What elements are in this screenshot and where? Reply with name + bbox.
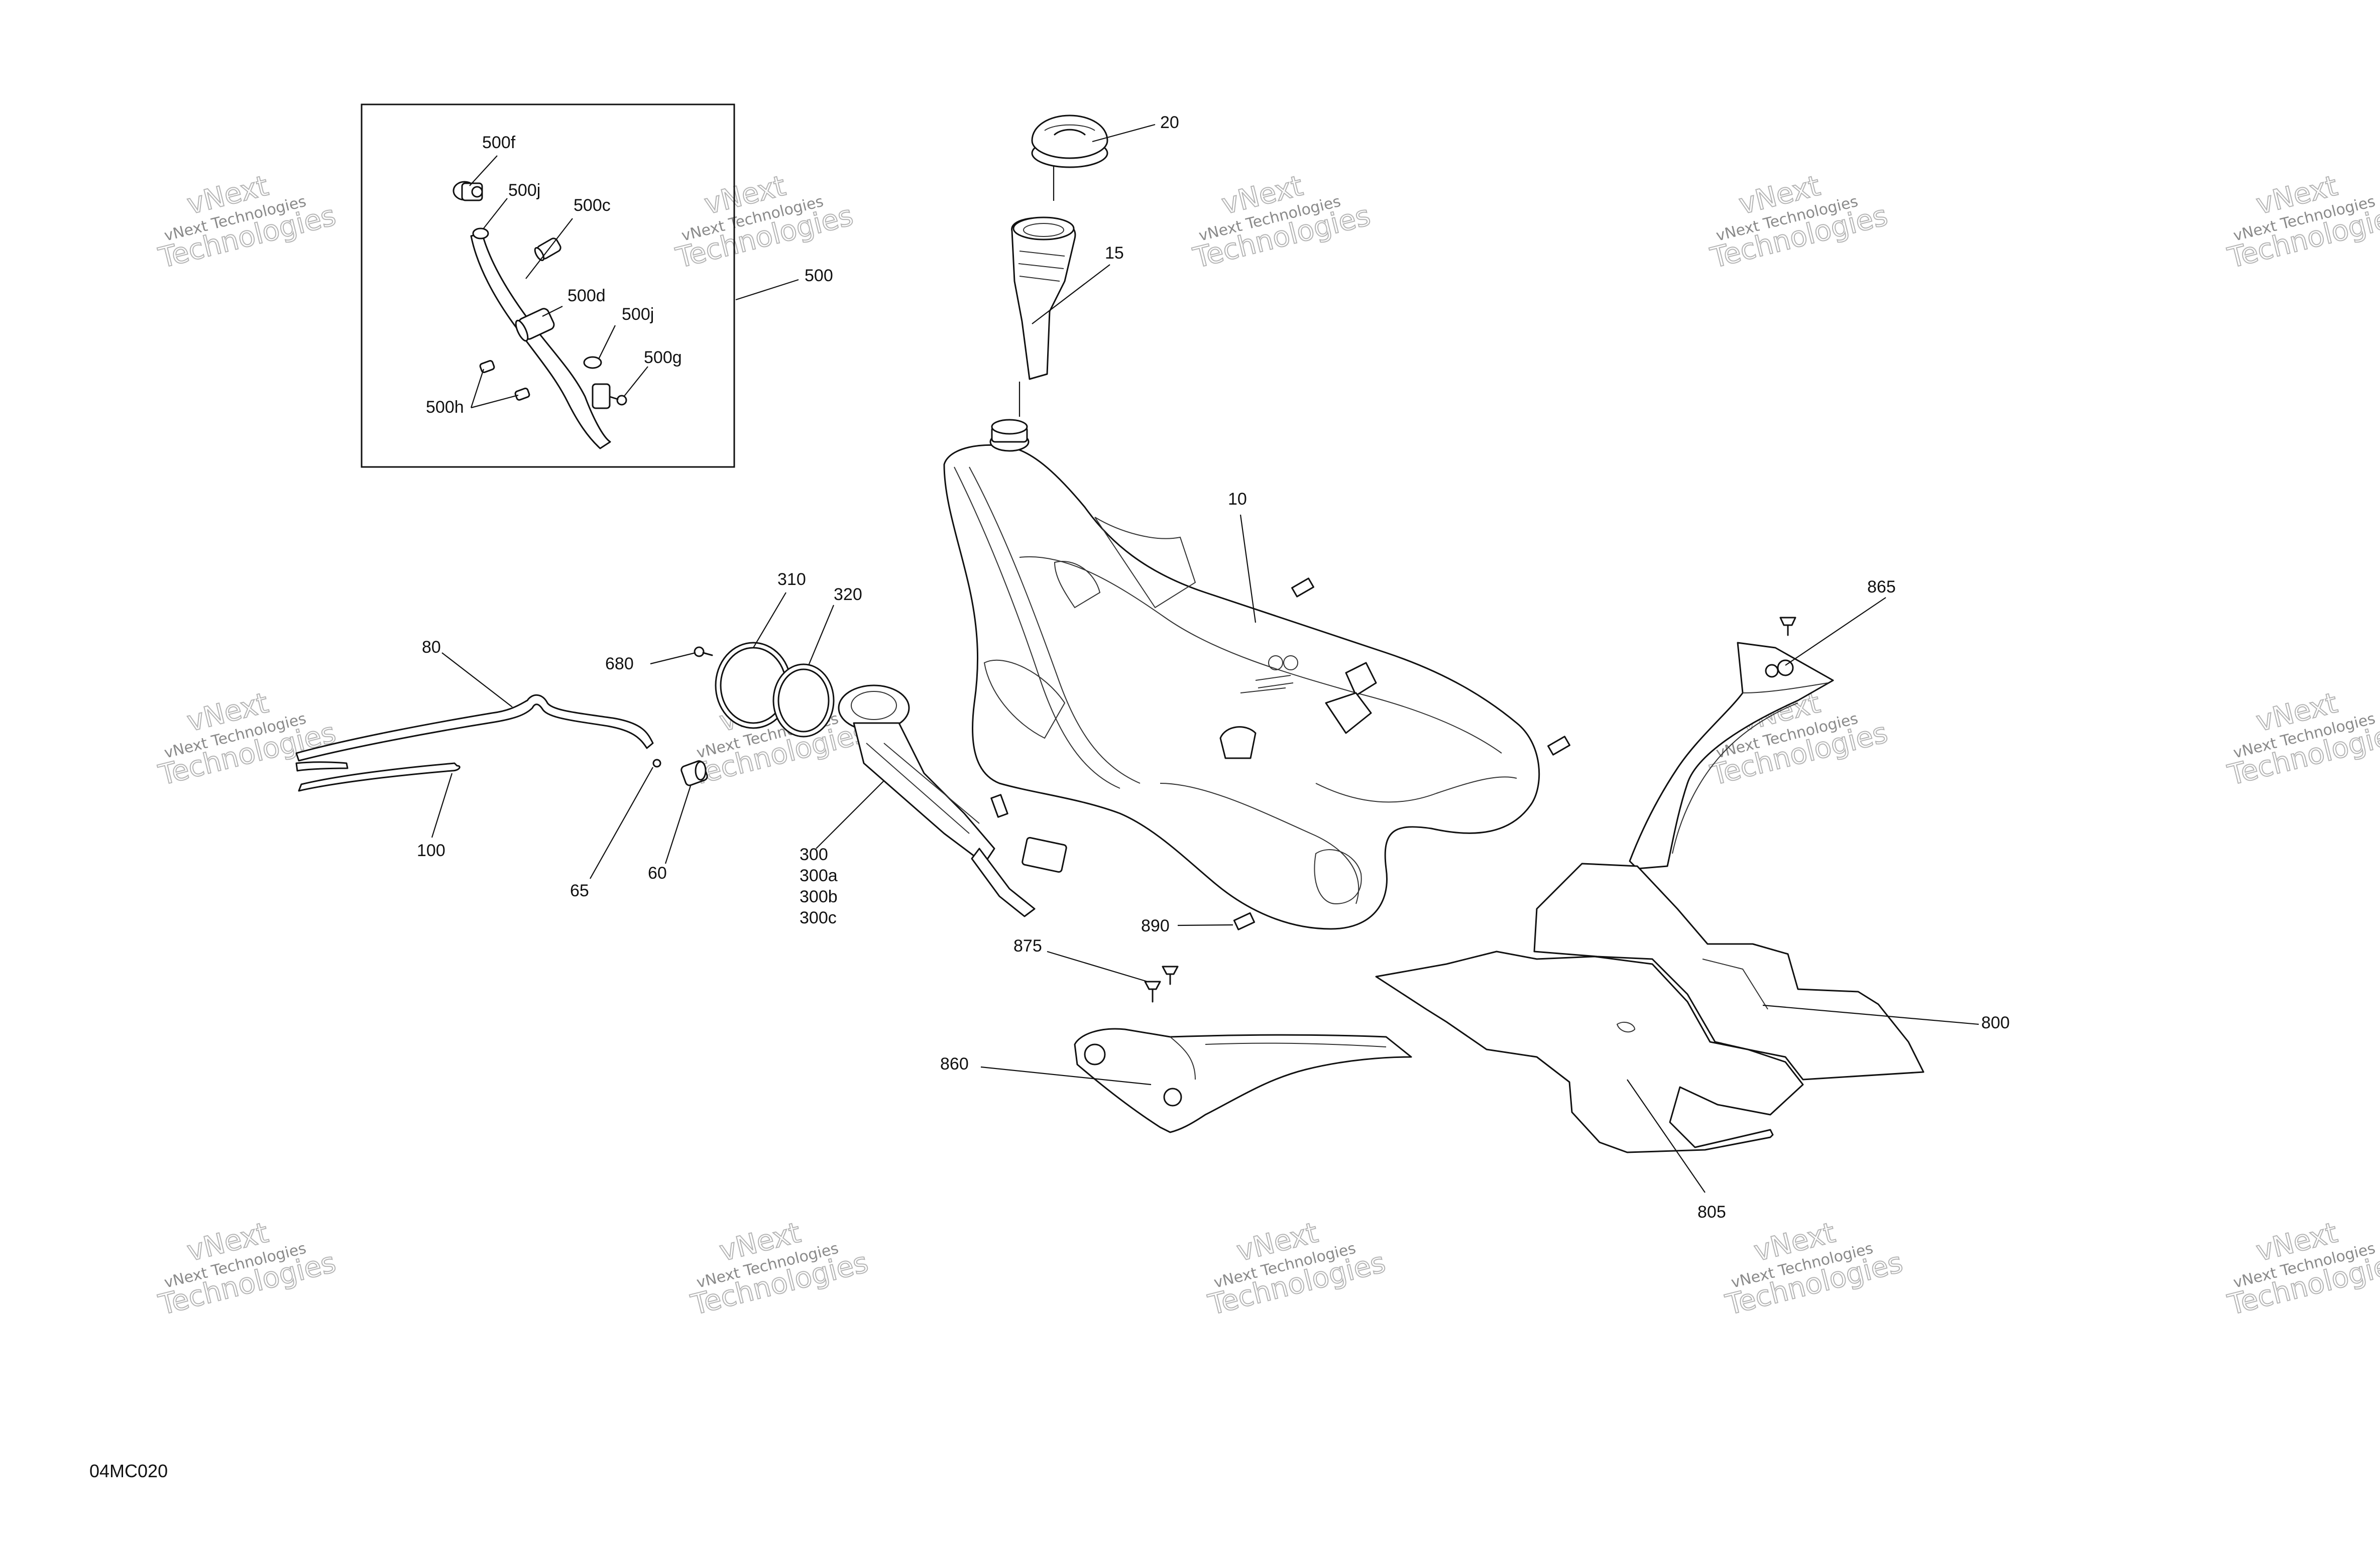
callout-500c: 500c (574, 196, 611, 215)
callout-800: 800 (1981, 1013, 2010, 1032)
breather-hose (470, 232, 611, 449)
watermark: vNext vNext Technologies Technologies (1189, 169, 1374, 276)
pad-890: 890 (1141, 912, 1256, 935)
callout-865: 865 (1867, 577, 1896, 597)
hose-clamp-500j (472, 227, 489, 240)
hose-clamp-500j-lower (583, 356, 602, 369)
callout-310: 310 (777, 570, 806, 589)
skid-plate-800: 800 (1533, 863, 2010, 1081)
callout-15: 15 (1105, 244, 1124, 263)
callout-500j-lower: 500j (622, 305, 654, 324)
watermark: vNext vNext Technologies Technologies (155, 169, 339, 276)
leader-500 (735, 279, 799, 301)
heat-shield-865: 865 (1629, 577, 1896, 870)
seal-320: 320 (772, 585, 862, 738)
fuel-cap-20: 20 (1031, 113, 1179, 201)
diagram-code: 04MC020 (89, 1461, 168, 1481)
callout-65: 65 (570, 881, 589, 900)
screw-680: 680 (605, 646, 713, 673)
tee-fitting-500g (592, 383, 627, 409)
callout-300: 300 (800, 845, 828, 864)
callout-80: 80 (422, 638, 441, 657)
callout-890: 890 (1141, 916, 1170, 935)
clamp-65: 65 (570, 759, 661, 900)
callout-60: 60 (648, 864, 667, 883)
rubber-pad (990, 794, 1008, 818)
callout-320: 320 (834, 585, 862, 604)
lock-ring-310: 310 (715, 570, 806, 729)
push-pins-875: 875 (1013, 936, 1179, 1003)
filler-neck-15: 15 (1011, 216, 1124, 417)
callout-500g: 500g (644, 348, 682, 367)
check-valve-500f (452, 181, 483, 201)
watermark: vNext vNext Technologies Technologies (2224, 169, 2380, 276)
floor-panel-805: 805 (1375, 951, 1804, 1222)
inset-frame (361, 103, 735, 468)
callout-300b: 300b (800, 887, 838, 906)
callout-680: 680 (605, 654, 634, 673)
callout-500: 500 (805, 266, 833, 285)
heat-shield-860: 860 (940, 1028, 1412, 1133)
callout-100: 100 (417, 841, 445, 860)
fuel-line-80: 80 (295, 638, 654, 762)
callout-860: 860 (940, 1054, 969, 1074)
callout-20: 20 (1160, 113, 1179, 132)
watermark: vNext vNext Technologies Technologies (2224, 686, 2380, 793)
watermark: vNext vNext Technologies Technologies (672, 169, 857, 276)
callout-500h: 500h (426, 398, 464, 417)
callout-500d: 500d (568, 286, 606, 305)
watermark: vNext vNext Technologies Technologies (1707, 169, 1891, 276)
tank-fitting (1219, 662, 1377, 759)
callout-10: 10 (1228, 490, 1247, 509)
watermark: vNext vNext Technologies Technologies (1204, 1216, 1389, 1323)
watermark: vNext vNext Technologies Technologies (687, 1216, 872, 1323)
watermark: vNext vNext Technologies Technologies (1722, 1216, 1906, 1323)
rubber-pad (1291, 577, 1314, 598)
fuel-pump-300: 300 300a 300b 300c (800, 684, 1067, 927)
callout-300c: 300c (800, 908, 837, 927)
callout-500f: 500f (482, 133, 516, 152)
rubber-pad (1547, 736, 1570, 756)
hose-clamp-500h-b (514, 388, 530, 401)
callout-875: 875 (1013, 936, 1042, 956)
watermark: vNext vNext Technologies Technologies (155, 1216, 339, 1323)
callout-300a: 300a (800, 866, 838, 885)
callout-500j: 500j (508, 181, 540, 200)
connector-60: 60 (648, 760, 708, 883)
hose-clamp-500c (534, 238, 561, 261)
watermark: vNext vNext Technologies Technologies (2224, 1216, 2380, 1323)
push-pin (1779, 617, 1796, 636)
watermark: vNext vNext Technologies Technologies (155, 686, 339, 793)
filter-500d (515, 308, 555, 342)
inset-breather-kit: 500f 500j 500c 500d 500j 500g 500h (361, 103, 735, 468)
hose-clamp-500h-a (479, 360, 495, 373)
callout-805: 805 (1697, 1203, 1726, 1222)
fuel-line-100: 100 (295, 761, 461, 860)
fuel-tank-10: 10 (943, 419, 1570, 930)
